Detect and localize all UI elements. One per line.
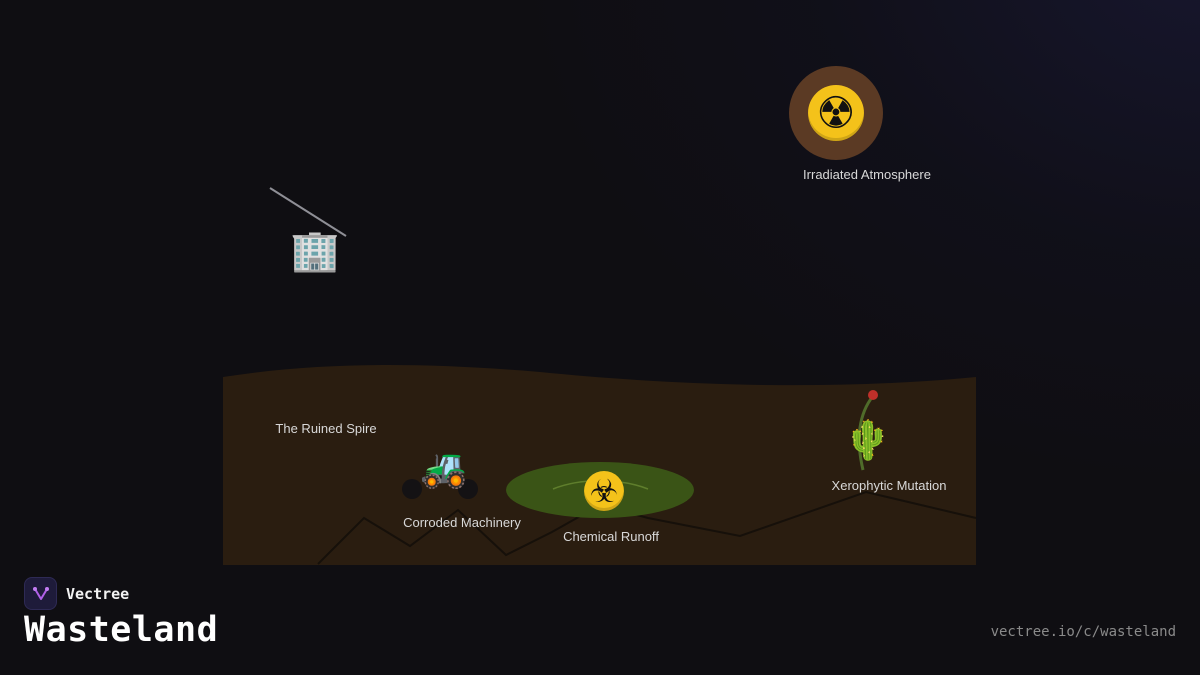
office-building-icon: 🏢 xyxy=(290,228,340,274)
spire-label: The Ruined Spire xyxy=(275,421,377,436)
mutation-bud xyxy=(868,390,878,400)
page-title: Wasteland xyxy=(24,610,219,650)
brand: Vectree xyxy=(24,577,129,610)
machinery-wheel-left xyxy=(402,479,422,499)
tractor-icon: 🚜 xyxy=(420,446,468,490)
machinery-wheel-right xyxy=(458,479,478,499)
machinery-label: Corroded Machinery xyxy=(403,515,521,530)
vectree-logo-icon xyxy=(24,577,57,610)
spire-antenna xyxy=(269,187,347,237)
radioactive-icon: ☢ xyxy=(808,85,864,141)
atmosphere-label: Irradiated Atmosphere xyxy=(803,167,931,182)
canvas-url[interactable]: vectree.io/c/wasteland xyxy=(990,624,1176,640)
biohazard-icon: ☣ xyxy=(584,471,624,511)
ground-crack xyxy=(317,490,977,565)
mutation-stem xyxy=(857,395,875,471)
runoff-label: Chemical Runoff xyxy=(563,529,659,544)
cactus-icon: 🌵 xyxy=(844,418,892,462)
mutation-label: Xerophytic Mutation xyxy=(831,478,947,493)
brand-name: Vectree xyxy=(66,584,130,603)
